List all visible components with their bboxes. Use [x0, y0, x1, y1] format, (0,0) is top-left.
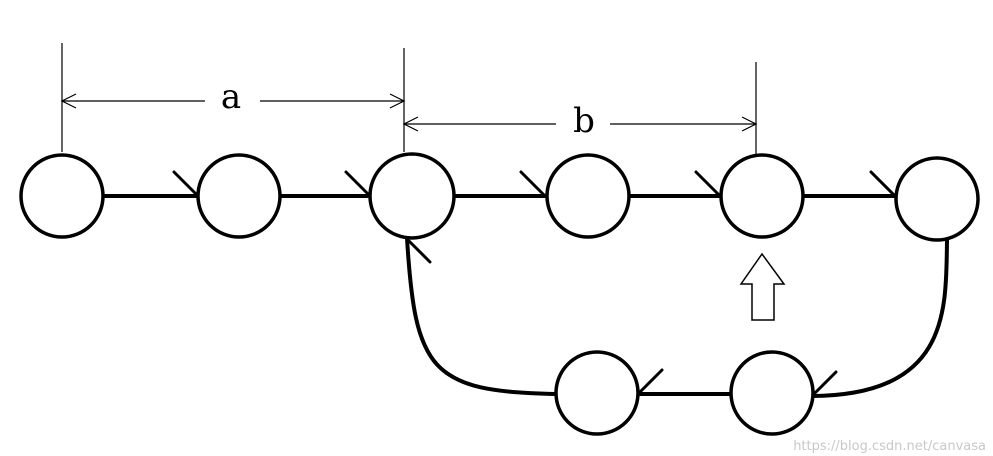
watermark: https://blog.csdn.net/canvasa — [793, 439, 986, 454]
arrowhead-5-6 — [869, 170, 897, 198]
dimension-a-arrow-right — [389, 93, 406, 109]
node-5-meeting-point — [719, 153, 805, 239]
dimension-a-arrow-left — [60, 93, 77, 109]
node-8 — [554, 350, 640, 436]
meeting-point-up-arrow-icon — [739, 252, 786, 321]
edge-8-3 — [405, 236, 558, 396]
arrowhead-1-2 — [172, 170, 200, 198]
dimension-b-arrow-right — [741, 116, 758, 132]
arrowhead-2-3 — [344, 170, 372, 198]
arrowhead-7-8 — [636, 368, 664, 396]
node-1 — [19, 153, 105, 239]
arrowhead-6-7 — [810, 370, 838, 398]
dimension-a: a — [60, 43, 406, 152]
edge-6-7 — [810, 238, 949, 398]
node-3-cycle-entry — [368, 152, 456, 240]
node-7 — [729, 350, 815, 436]
dimension-b: b — [402, 62, 758, 156]
arrowhead-4-5 — [694, 170, 722, 198]
arrowhead-8-3 — [406, 238, 432, 264]
node-6 — [894, 156, 980, 242]
node-2 — [196, 153, 282, 239]
dimension-b-label: b — [573, 101, 595, 141]
dimension-b-arrow-left — [402, 116, 419, 132]
dimension-a-label: a — [221, 77, 241, 117]
arrowhead-3-4 — [519, 170, 547, 198]
node-4 — [545, 153, 631, 239]
